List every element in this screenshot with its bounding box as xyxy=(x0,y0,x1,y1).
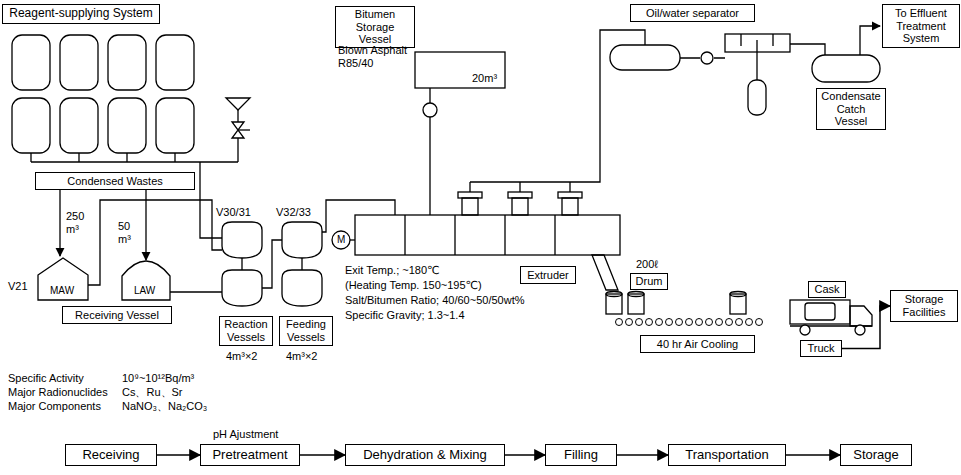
process-step-box: Receiving xyxy=(65,444,157,466)
node-text: Reaction Vessels xyxy=(223,318,269,343)
node-text: Feeding Vessels xyxy=(283,318,329,343)
reagent-tanks xyxy=(12,35,194,162)
label-box: Drum xyxy=(630,273,668,290)
annotation-label: NaNO₃、Na₂CO₃ xyxy=(122,400,207,413)
label-box: Reagent-supplying System xyxy=(2,4,160,24)
vessels xyxy=(222,222,322,306)
label-box: Condensate Catch Vessel xyxy=(816,88,886,130)
label-box: Bitumen Storage Vessel xyxy=(335,6,415,48)
annotation-label: 200ℓ xyxy=(636,258,658,271)
maw-tank xyxy=(38,258,88,300)
annotation-label: Specific Gravity; 1.3~1.4 xyxy=(345,309,465,322)
drums xyxy=(606,292,746,315)
reagent-valve xyxy=(226,98,250,162)
annotation-label: Major Radionuclides xyxy=(8,386,108,399)
annotation-label: Blown Asphalt R85/40 xyxy=(338,44,413,69)
process-step-box: Dehydration & Mixing xyxy=(345,444,505,466)
annotation-label: MAW xyxy=(50,285,74,297)
process-step-box: Filling xyxy=(545,444,617,466)
annotation-label: 4m³×2 xyxy=(226,350,258,363)
annotation-label: LAW xyxy=(134,285,155,297)
node-text: To Effluent Treatment System xyxy=(886,7,956,45)
annotation-label: V21 xyxy=(8,280,28,293)
label-box: To Effluent Treatment System xyxy=(882,4,960,48)
law-tank xyxy=(122,261,170,300)
node-text: Filling xyxy=(564,448,598,463)
label-box: Reaction Vessels xyxy=(219,316,273,346)
process-step-box: Storage xyxy=(840,444,912,466)
node-text: Condensed Wastes xyxy=(67,175,163,188)
motor xyxy=(332,231,350,249)
bitumen-pipe xyxy=(429,88,430,215)
node-text: Oil/water separator xyxy=(646,7,739,20)
annotation-label: Cs、Ru、Sr xyxy=(122,386,183,399)
label-box: Extruder xyxy=(520,266,576,284)
truck-drawing xyxy=(790,300,872,335)
label-box: Truck xyxy=(800,340,842,357)
node-text: Storage xyxy=(853,448,899,463)
flow-arrow xyxy=(157,454,200,456)
node-text: Receiving xyxy=(82,448,139,463)
label-box: Cask xyxy=(808,281,846,298)
annotation-label: M xyxy=(337,234,345,246)
annotation-label: 50 m³ xyxy=(118,220,140,245)
annotation-label: 20m³ xyxy=(472,72,497,85)
annotation-label: Salt/Bitumen Ratio; 40/60~50/50wt% xyxy=(345,294,524,307)
node-text: Extruder xyxy=(527,269,569,282)
node-text: Storage Facilities xyxy=(894,293,954,318)
node-text: Truck xyxy=(807,342,834,355)
annotation-label: 250 m³ xyxy=(66,210,92,235)
annotation-label: 10⁹~10¹²Bq/m³ xyxy=(122,372,194,385)
annotation-label: Major Components xyxy=(8,400,101,413)
process-step-box: Transportation xyxy=(668,444,786,466)
flow-arrow xyxy=(505,454,545,456)
node-text: 40 hr Air Cooling xyxy=(657,338,738,351)
label-box: Receiving Vessel xyxy=(62,306,172,324)
annotation-label: (Heating Temp. 150~195℃) xyxy=(345,279,482,292)
annotation-label: pH Ajustment xyxy=(213,428,278,441)
node-text: Drum xyxy=(636,275,663,288)
node-text: Reagent-supplying System xyxy=(9,7,152,21)
extruder-body xyxy=(355,30,645,290)
annotation-label: Specific Activity xyxy=(8,372,84,385)
flow-arrow xyxy=(842,306,890,349)
annotation-label: V32/33 xyxy=(276,206,311,219)
label-box: 40 hr Air Cooling xyxy=(640,335,755,353)
node-text: Dehydration & Mixing xyxy=(363,448,487,463)
node-text: Condensate Catch Vessel xyxy=(820,90,882,128)
annotation-label: 4m³×2 xyxy=(286,350,318,363)
label-box: Feeding Vessels xyxy=(279,316,333,346)
law-pipe xyxy=(170,291,222,292)
label-box: Storage Facilities xyxy=(890,290,958,322)
feed-line xyxy=(322,200,395,232)
flow-arrow xyxy=(617,454,668,456)
pump xyxy=(423,103,437,117)
node-text: Transportation xyxy=(685,448,768,463)
roller-conveyor xyxy=(615,318,765,326)
node-text: Receiving Vessel xyxy=(75,309,159,322)
feed-pipe xyxy=(59,190,60,256)
bitumen-tank xyxy=(415,52,505,88)
annotation-label: V30/31 xyxy=(216,206,251,219)
node-text: Cask xyxy=(814,283,839,296)
annotation-label: Exit Temp.; ~180℃ xyxy=(345,264,439,277)
node-text: Pretreatment xyxy=(212,448,287,463)
label-box: Oil/water separator xyxy=(630,4,755,22)
flow-arrow xyxy=(300,454,345,456)
node-text: Bitumen Storage Vessel xyxy=(339,8,411,46)
label-box: Condensed Wastes xyxy=(35,172,195,190)
process-step-box: Pretreatment xyxy=(200,444,300,466)
flow-arrow xyxy=(786,454,840,456)
maw-pipe xyxy=(88,200,222,285)
